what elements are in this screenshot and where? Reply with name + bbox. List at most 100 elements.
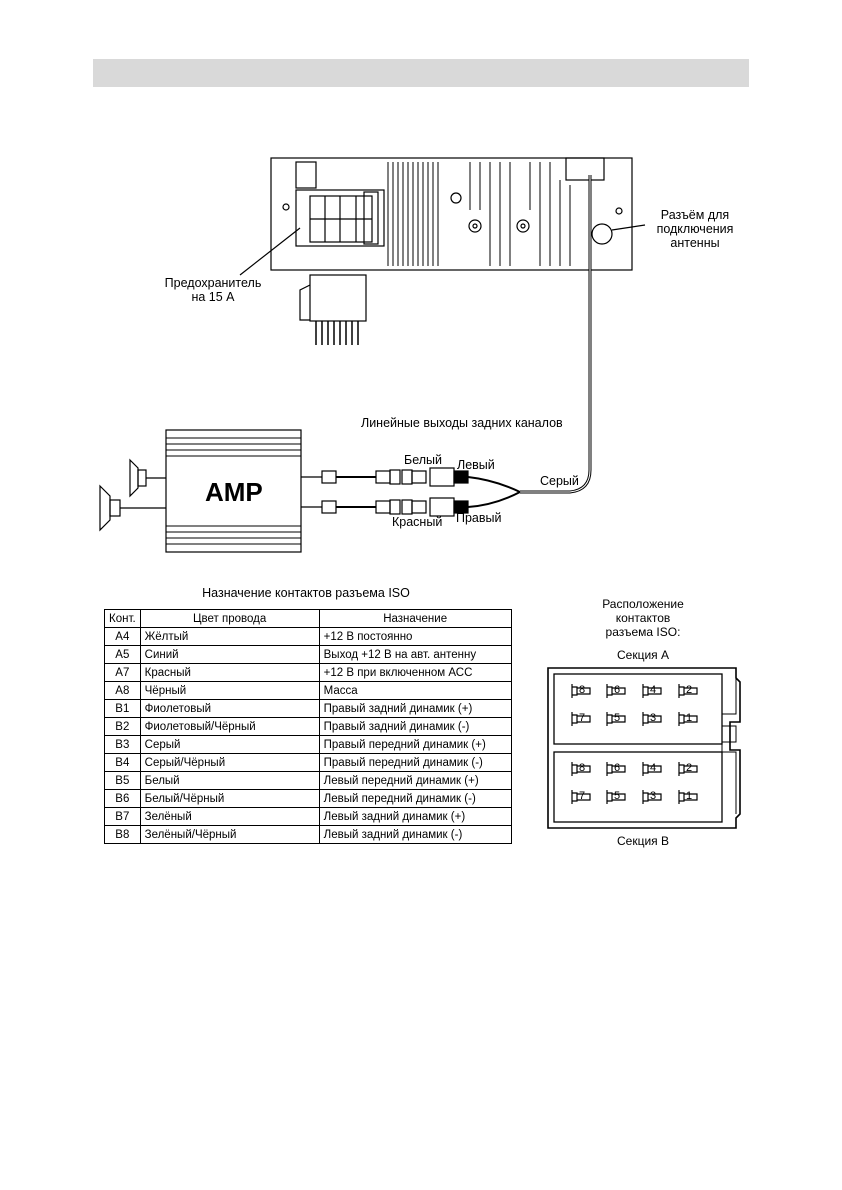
- header-pin: Конт.: [104, 609, 141, 628]
- purpose-cell: Выход +12 В на авт. антенну: [318, 645, 512, 664]
- pin-cell: B1: [104, 699, 141, 718]
- iso-pin: [571, 684, 591, 698]
- iso-table-title: Назначение контактов разъема ISO: [202, 586, 410, 600]
- purpose-cell: +12 В при включенном АСС: [318, 663, 512, 682]
- purpose-cell: +12 В постоянно: [318, 627, 512, 646]
- purpose-cell: Левый передний динамик (+): [318, 771, 512, 790]
- color-cell: Фиолетовый/Чёрный: [139, 717, 320, 736]
- purpose-cell: Левый передний динамик (-): [318, 789, 512, 808]
- iso-pin: [642, 712, 662, 726]
- iso-pin: [678, 790, 698, 804]
- iso-pin-number: 1: [686, 712, 693, 724]
- color-cell: Белый/Чёрный: [139, 789, 320, 808]
- purpose-cell: Масса: [318, 681, 512, 700]
- iso-pin: [642, 762, 662, 776]
- header-wire-color: Цвет провода: [139, 609, 320, 628]
- color-cell: Красный: [139, 663, 320, 682]
- pin-cell: B7: [104, 807, 141, 826]
- section-a-label: Секция А: [616, 648, 669, 662]
- iso-pin: [571, 762, 591, 776]
- gray-cable: [520, 175, 592, 494]
- iso-pin: [606, 762, 626, 776]
- pin-cell: B3: [104, 735, 141, 754]
- header-bar: [93, 59, 749, 87]
- speaker-lower: [99, 484, 111, 532]
- purpose-cell: Правый передний динамик (-): [318, 753, 512, 772]
- purpose-cell: Правый задний динамик (+): [318, 699, 512, 718]
- iso-pin-number: 2: [686, 762, 693, 774]
- pin-cell: A4: [104, 627, 141, 646]
- white-label: Белый: [404, 453, 443, 467]
- head-unit-panel: [270, 157, 633, 271]
- iso-pin-number: 8: [579, 762, 586, 774]
- color-cell: Серый/Чёрный: [139, 753, 320, 772]
- fuse-label: Предохранитель на 15 А: [164, 276, 262, 304]
- iso-pin-number: 1: [686, 790, 693, 802]
- iso-pin-number: 2: [686, 684, 693, 696]
- iso-pin: [606, 712, 626, 726]
- pin-cell: B6: [104, 789, 141, 808]
- iso-pin-number: 7: [579, 790, 586, 802]
- iso-pin-number: 6: [614, 762, 621, 774]
- section-b-label: Секция В: [616, 834, 669, 848]
- pin-cell: B2: [104, 717, 141, 736]
- purpose-cell: Левый задний динамик (-): [318, 825, 512, 844]
- iso-pin-number: 7: [579, 712, 586, 724]
- line-outputs-label: Линейные выходы задних каналов: [361, 416, 563, 430]
- iso-pin-number: 8: [579, 684, 586, 696]
- color-cell: Фиолетовый: [139, 699, 320, 718]
- antenna-connector-label: Разъём для подключения антенны: [656, 208, 734, 250]
- header-purpose: Назначение: [318, 609, 512, 628]
- iso-pin-number: 4: [650, 684, 657, 696]
- iso-pin-number: 5: [614, 790, 621, 802]
- iso-pin-number: 5: [614, 712, 621, 724]
- left-label: Левый: [457, 458, 495, 472]
- iso-pin: [606, 684, 626, 698]
- antenna-jack: [591, 223, 613, 245]
- red-label: Красный: [392, 515, 443, 529]
- color-cell: Чёрный: [139, 681, 320, 700]
- iso-pin-number: 4: [650, 762, 657, 774]
- iso-pin-number: 6: [614, 684, 621, 696]
- amp-box: [165, 429, 302, 553]
- iso-connector-layout: [547, 667, 741, 829]
- color-cell: Жёлтый: [139, 627, 320, 646]
- purpose-cell: Левый задний динамик (+): [318, 807, 512, 826]
- pin-cell: A8: [104, 681, 141, 700]
- pin-cell: A7: [104, 663, 141, 682]
- iso-pin: [571, 790, 591, 804]
- purpose-cell: Правый передний динамик (+): [318, 735, 512, 754]
- iso-pin: [678, 762, 698, 776]
- pin-cell: B5: [104, 771, 141, 790]
- color-cell: Серый: [139, 735, 320, 754]
- pin-cell: A5: [104, 645, 141, 664]
- iso-layout-title: Расположение контактов разъема ISO:: [602, 597, 684, 639]
- iso-pin: [571, 712, 591, 726]
- right-label: Правый: [456, 511, 502, 525]
- iso-pin: [642, 684, 662, 698]
- speaker-upper: [129, 458, 139, 498]
- color-cell: Зелёный/Чёрный: [139, 825, 320, 844]
- pin-cell: B4: [104, 753, 141, 772]
- iso-pin-number: 3: [650, 790, 657, 802]
- iso-pin-number: 3: [650, 712, 657, 724]
- gray-label: Серый: [540, 474, 579, 488]
- table-header-row: Конт. Цвет провода Назначение: [104, 609, 512, 628]
- wiring-diagram: [99, 157, 646, 553]
- color-cell: Синий: [139, 645, 320, 664]
- iso-pin: [642, 790, 662, 804]
- color-cell: Белый: [139, 771, 320, 790]
